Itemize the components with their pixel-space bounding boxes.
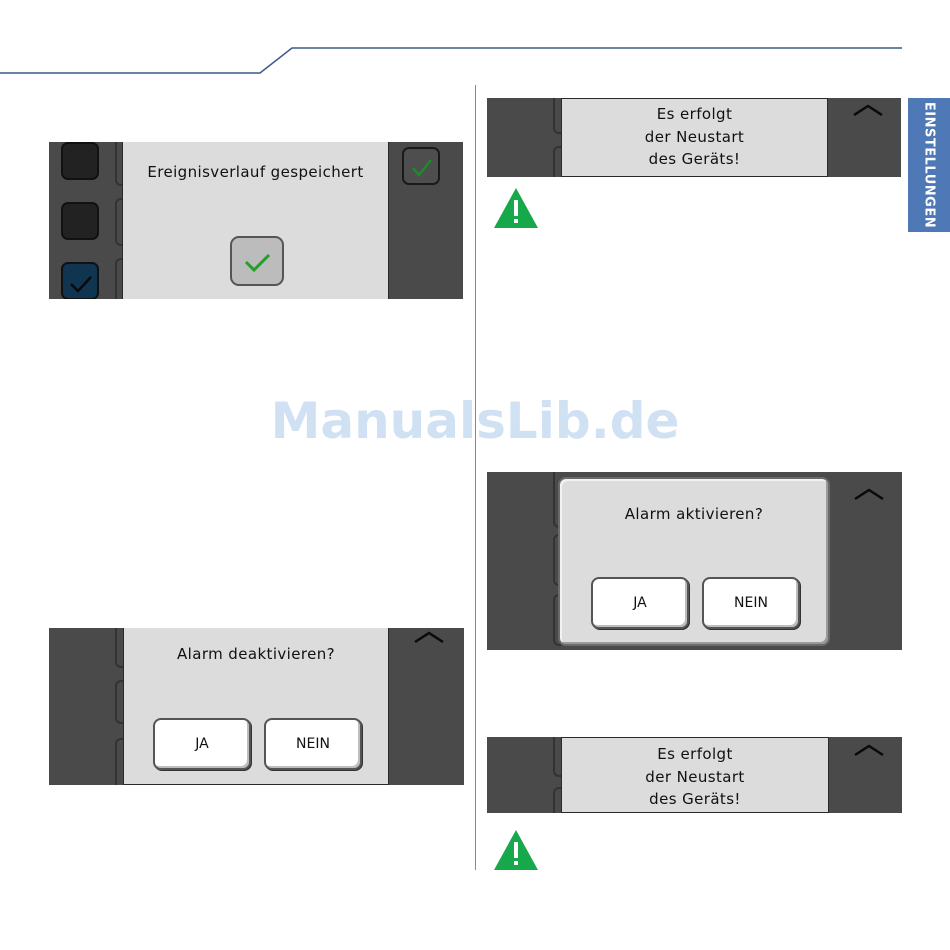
dialog: Es erfolgt der Neustart des Geräts! xyxy=(561,737,829,813)
restart-line: Es erfolgt xyxy=(562,743,828,766)
column-divider xyxy=(475,85,476,870)
dialog-question: Alarm aktivieren? xyxy=(560,505,828,523)
yes-button[interactable]: JA xyxy=(153,718,251,770)
tab-edge xyxy=(553,98,561,134)
watermark: ManualsLib.de xyxy=(0,392,950,450)
screen-alarm-deactivate: Alarm deaktivieren? JA NEIN xyxy=(49,628,464,785)
restart-line: Es erfolgt xyxy=(562,103,827,126)
dialog: Es erfolgt der Neustart des Geräts! xyxy=(561,98,828,177)
chevron-up-icon[interactable] xyxy=(413,630,445,644)
chevron-up-icon[interactable] xyxy=(853,743,885,757)
check-icon xyxy=(404,149,438,183)
no-button-label: NEIN xyxy=(296,736,330,752)
screen-restart-bottom: Es erfolgt der Neustart des Geräts! xyxy=(487,737,902,813)
screen-event-saved: Ereignisverlauf gespeichert xyxy=(49,142,463,299)
screen-alarm-activate: Alarm aktivieren? JA NEIN xyxy=(487,472,902,650)
restart-message: Es erfolgt der Neustart des Geräts! xyxy=(562,743,828,811)
menu-button-selected[interactable] xyxy=(61,262,99,299)
dialog: Ereignisverlauf gespeichert xyxy=(122,142,389,299)
restart-line: des Geräts! xyxy=(562,788,828,811)
tab-edge xyxy=(553,787,561,813)
check-icon xyxy=(63,264,97,298)
yes-button[interactable]: JA xyxy=(591,577,689,629)
chevron-up-icon[interactable] xyxy=(853,487,885,501)
screen-restart-top: Es erfolgt der Neustart des Geräts! xyxy=(487,98,901,177)
tab-edge xyxy=(115,680,123,724)
dialog: Alarm aktivieren? JA NEIN xyxy=(558,477,830,646)
dialog: Alarm deaktivieren? JA NEIN xyxy=(123,628,389,785)
section-tab: EINSTELLUNGEN xyxy=(908,98,950,232)
restart-line: der Neustart xyxy=(562,766,828,789)
menu-button[interactable] xyxy=(61,202,99,240)
section-tab-label: EINSTELLUNGEN xyxy=(922,102,937,228)
restart-line: der Neustart xyxy=(562,126,827,149)
tab-edge xyxy=(553,146,561,177)
tab-edge xyxy=(115,628,123,668)
warning-icon xyxy=(492,828,540,872)
restart-message: Es erfolgt der Neustart des Geräts! xyxy=(562,103,827,171)
no-button[interactable]: NEIN xyxy=(702,577,800,629)
check-icon xyxy=(232,238,282,284)
tab-edge xyxy=(115,738,123,785)
menu-button[interactable] xyxy=(61,142,99,180)
dialog-question: Alarm deaktivieren? xyxy=(124,645,388,663)
yes-button-label: JA xyxy=(633,595,646,611)
dialog-message: Ereignisverlauf gespeichert xyxy=(123,163,388,181)
no-button[interactable]: NEIN xyxy=(264,718,362,770)
no-button-label: NEIN xyxy=(734,595,768,611)
warning-icon xyxy=(492,186,540,230)
confirm-small-button[interactable] xyxy=(402,147,440,185)
tab-edge xyxy=(553,737,561,777)
confirm-button[interactable] xyxy=(230,236,284,286)
yes-button-label: JA xyxy=(195,736,208,752)
restart-line: des Geräts! xyxy=(562,148,827,171)
chevron-up-icon[interactable] xyxy=(852,103,884,117)
header-rule xyxy=(0,40,905,80)
